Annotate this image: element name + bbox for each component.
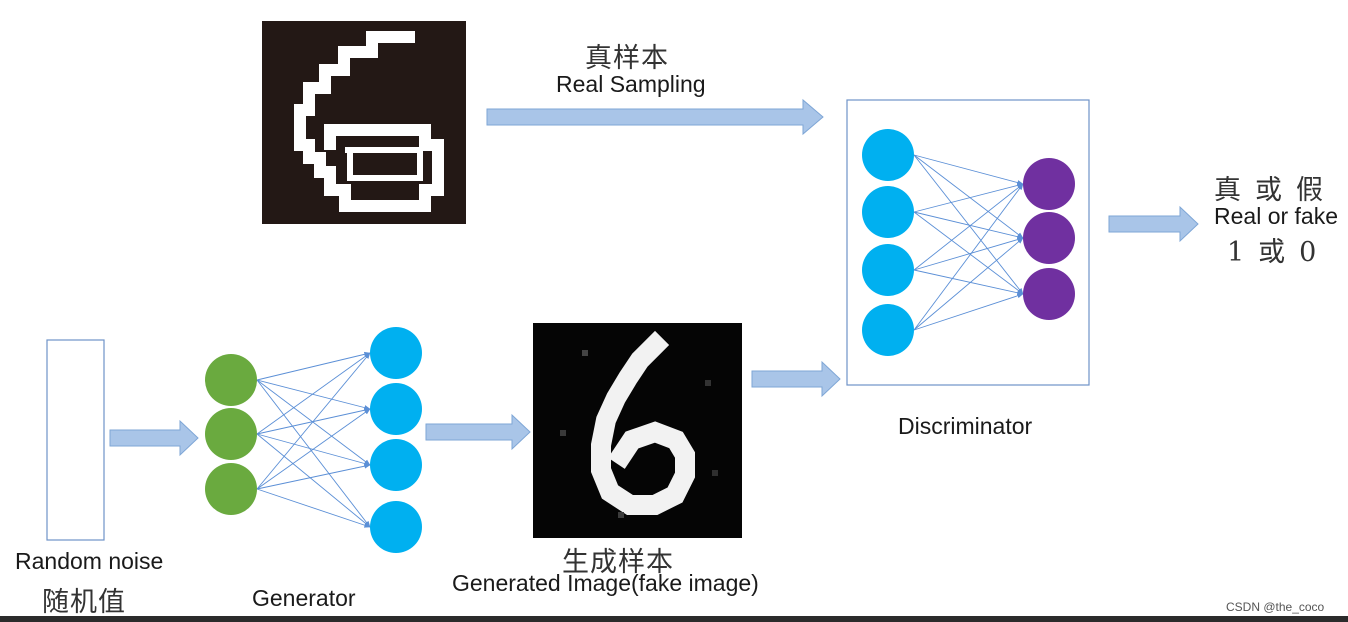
arrow-real-to-discriminator <box>486 98 824 136</box>
discriminator-label: Discriminator <box>898 413 1033 439</box>
generator-edges <box>256 351 371 528</box>
generator-input-node <box>205 408 257 460</box>
discriminator-input-node <box>862 244 914 296</box>
discriminator-input-node <box>862 186 914 238</box>
discriminator-output-node <box>1023 212 1075 264</box>
random-noise-cn-label: 随机值 <box>42 587 126 618</box>
real-sample-image <box>262 21 466 224</box>
generated-en-label: Generated Image(fake image) <box>452 570 759 596</box>
discriminator-output-node <box>1023 268 1075 320</box>
generator-input-node <box>205 354 257 406</box>
generated-sample-image <box>533 323 742 538</box>
arrow-fake-to-discriminator <box>751 360 841 398</box>
generator-label: Generator <box>252 585 356 611</box>
arrow-discriminator-output <box>1108 205 1199 243</box>
arrow-generator-to-image <box>425 413 531 451</box>
discriminator-input-node <box>862 129 914 181</box>
output-en-label: Real or fake <box>1214 203 1339 229</box>
arrow-noise-to-generator <box>109 419 199 457</box>
generator-output-node <box>370 327 422 379</box>
discriminator-output-node <box>1023 158 1075 210</box>
random-noise-box <box>46 339 105 541</box>
output-cn-label: 真或假 <box>1214 175 1337 206</box>
watermark: CSDN @the_coco <box>1226 600 1325 614</box>
discriminator-edges <box>913 154 1024 331</box>
generator-output-node <box>370 501 422 553</box>
output-values-label: 1或0 <box>1227 237 1331 268</box>
generator-input-node <box>205 463 257 515</box>
random-noise-en-label: Random noise <box>15 548 164 574</box>
generator-output-node <box>370 383 422 435</box>
bottom-border <box>0 616 1348 622</box>
generated-cn-label: 生成样本 <box>562 547 674 578</box>
generator-output-node <box>370 439 422 491</box>
real-sampling-en-label: Real Sampling <box>556 71 706 97</box>
discriminator-input-node <box>862 304 914 356</box>
real-sampling-cn-label: 真样本 <box>585 43 669 74</box>
